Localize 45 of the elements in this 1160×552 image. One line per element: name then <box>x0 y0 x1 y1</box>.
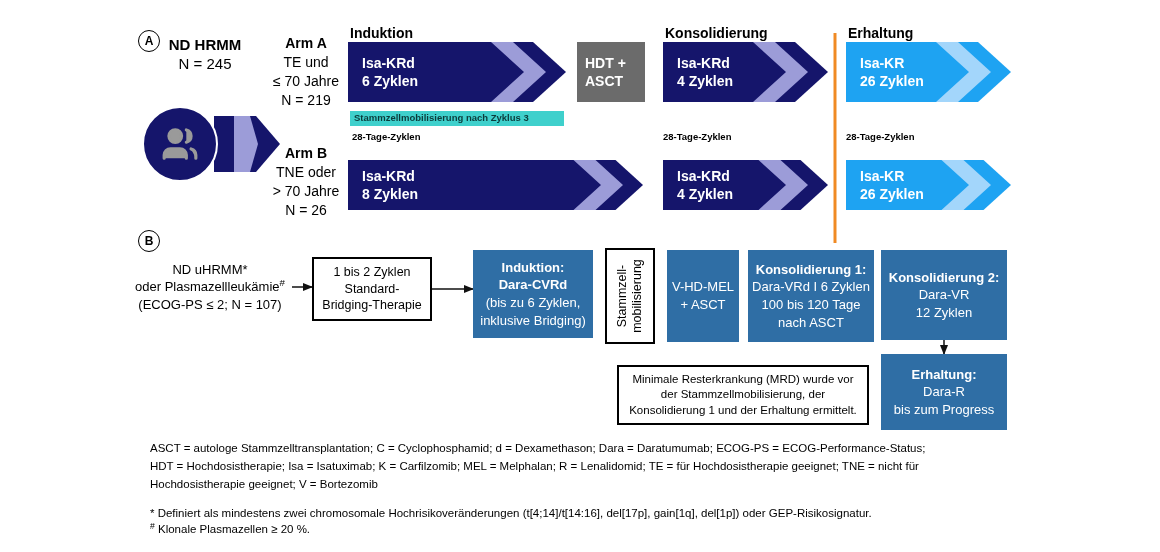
therapy-box: HDT + ASCT <box>577 42 645 102</box>
phase-details: Dara-R bis zum Progress <box>893 383 995 419</box>
footnote-text: * Definiert als mindestens zwei chromosomale Hochrisikoveränderungen (t[4;14]/t[14:16], del[17p], gain[1q], del[1p]) oder GEP-Risikosignatur. <box>150 506 873 521</box>
patient-population-text: ND uHRMM* oder Plasmazellleukämie$^{#}$ (ECOG-PS ≤ 2; N = 107) <box>135 260 285 314</box>
footnote-text: $^{#}$ Klonale Plasmazellen ≥ 20 %. <box>150 521 312 537</box>
therapy-label: Isa-KRd 8 Zyklen <box>362 166 419 204</box>
cycle-note: 28-Tage-Zyklen <box>846 130 915 144</box>
arm-criteria: TE und ≤ 70 Jahre N = 219 <box>272 52 340 110</box>
cohort-count: N = 245 <box>178 54 232 74</box>
arrow <box>431 284 475 294</box>
cycle-note: 28-Tage-Zyklen <box>663 130 732 144</box>
phase-details: (bis zu 6 Zyklen, inklusive Bridging) <box>479 294 587 330</box>
cohort-title: ND HRMM <box>168 36 242 55</box>
mobilization-box: Stammzell- mobilisierung <box>605 248 655 344</box>
footnote-text: ASCT = autologe Stammzelltransplantation; C = Cyclophosphamid; d = Dexamethason; Dara = Daratumumab; ECOG-PS = ECOG-Performance-Status; HDT = Hochdosistherapie; Isa = Isatuximab; K = Carfilzomib; MEL = Melphalan; R = Lenalidomid; TE = für Hochdosistherapie geeignet; TNE = nicht für Hochdosistherapie geeignet; V = Bortezomib <box>150 441 927 492</box>
phase-heading: Konsolidierung 2: <box>888 268 1000 287</box>
arrow <box>939 339 949 356</box>
chevron-arrow <box>214 116 280 172</box>
therapy-label: Isa-KRd 6 Zyklen <box>362 53 419 91</box>
therapy-box <box>881 354 1007 430</box>
therapy-box <box>667 250 739 342</box>
arm-criteria: TNE oder > 70 Jahre N = 26 <box>272 162 340 220</box>
phase-details: V-HD-MEL + ASCT <box>671 278 735 314</box>
text-box: 1 bis 2 Zyklen Standard-Bridging-Therapie <box>312 257 432 321</box>
cycle-note: 28-Tage-Zyklen <box>352 130 421 144</box>
phase-heading: Induktion: Dara-CVRd <box>498 258 568 294</box>
therapy-label: Isa-KR 26 Zyklen <box>860 53 924 91</box>
therapy-box <box>881 250 1007 340</box>
phase-heading: Konsolidierung 1: <box>755 260 867 279</box>
therapy-label: Isa-KRd 4 Zyklen <box>677 166 734 204</box>
phase-heading: Erhaltung: <box>911 365 977 384</box>
therapy-label: Isa-KRd 4 Zyklen <box>677 53 734 91</box>
arrow <box>291 282 314 292</box>
phase-label: Induktion <box>350 24 413 43</box>
phase-label: Konsolidierung <box>665 24 768 43</box>
phase-details: Dara-VRd I 6 Zyklen 100 bis 120 Tage nach ASCT <box>752 278 870 332</box>
arm-heading: Arm B <box>285 144 327 163</box>
therapy-box <box>473 250 593 338</box>
mobilization-band: Stammzellmobilisierung nach Zyklus 3 <box>350 111 564 126</box>
arm-heading: Arm A <box>285 34 327 53</box>
text-box: Minimale Resterkrankung (MRD) wurde vor der Stammzellmobilisierung, der Konsolidierung 1 und der Erhaltung ermittelt. <box>617 365 869 425</box>
phase-label: Erhaltung <box>848 24 914 43</box>
phase-details: Dara-VR 12 Zyklen <box>915 286 973 322</box>
therapy-label: Isa-KR 26 Zyklen <box>860 166 924 204</box>
therapy-box <box>748 250 874 342</box>
